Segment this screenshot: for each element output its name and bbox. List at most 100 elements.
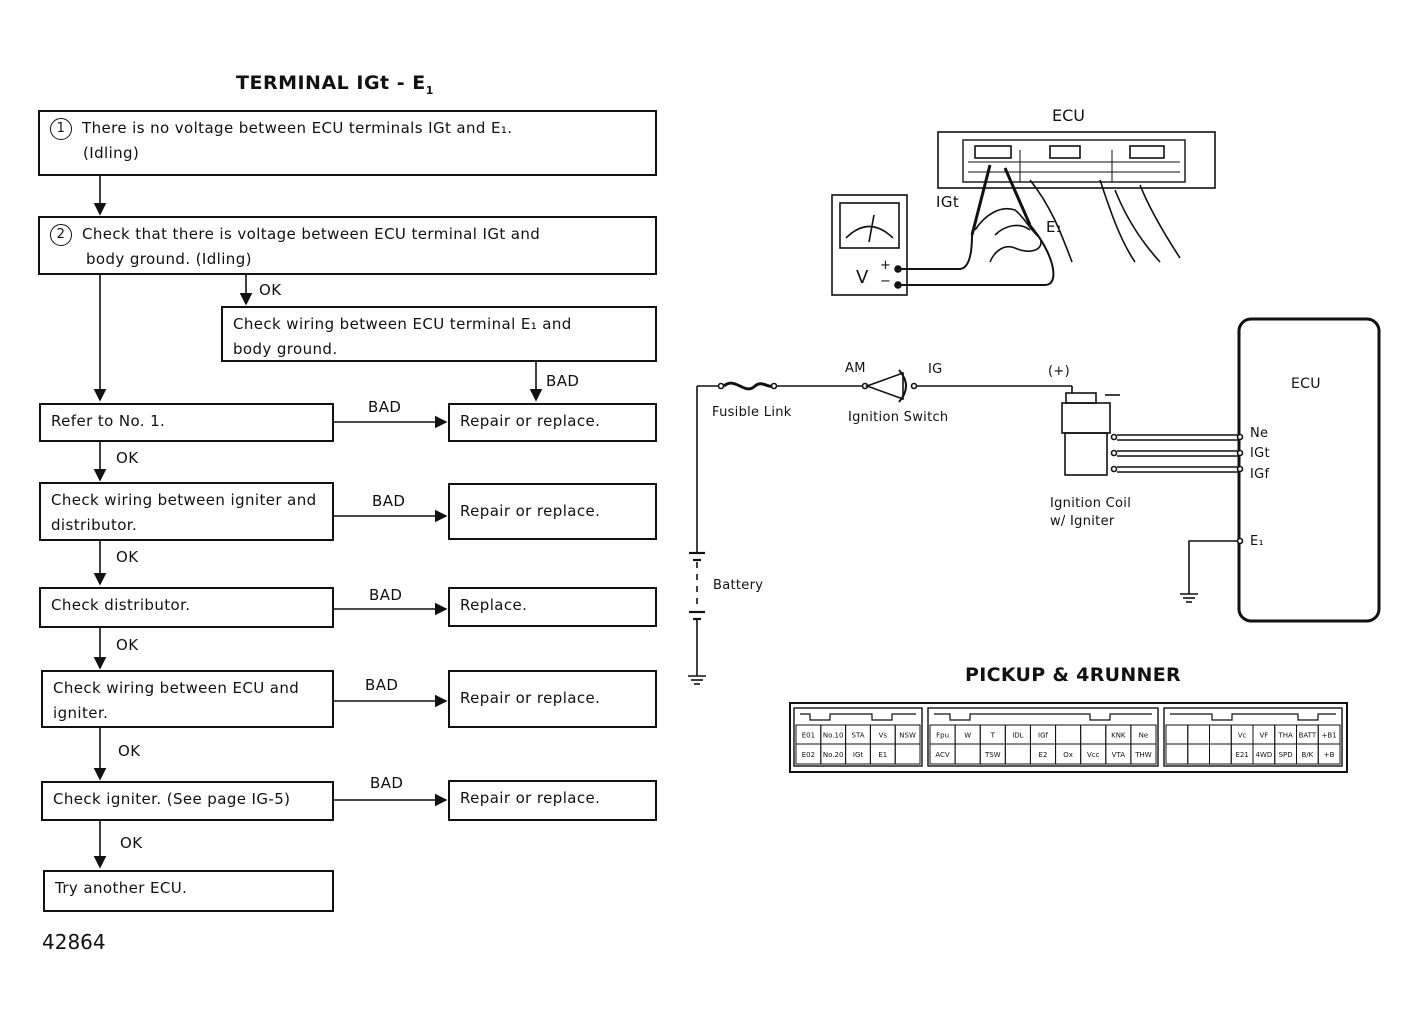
page-title: TERMINAL IGt - E1 [236,72,434,97]
label-coil-line2: w/ Igniter [1050,514,1115,529]
step-4-text-line2: distributor. [51,516,138,534]
coil-terminal-igt [1110,449,1118,457]
pin-cell-b3-bot-0 [1165,743,1189,765]
step-2-number: 2 [50,223,72,246]
pin-label-b3-bot-5: SPD [1279,751,1293,759]
wire-igf [1117,466,1240,473]
meter-plus-label: + [880,258,892,273]
wire-e1-ground [1188,540,1237,594]
step-2b-text-line1: Check wiring between ECU terminal E₁ and [233,315,572,333]
bad-label-2: BAD [368,398,402,416]
ecu-pin-ne [1236,433,1244,441]
voltmeter-scale [845,225,894,239]
pin-cell-b2-top-6 [1080,724,1107,745]
pin-label-b3-top-4: VF [1259,732,1268,740]
result-0-text: Repair or replace. [460,412,601,430]
ignition-switch-arc [898,369,907,403]
hand-detail [994,224,1031,236]
ok-label-1: OK [259,281,282,299]
pin-label-b3-top-7: +B1 [1322,732,1337,740]
fusible-link-node-right [770,382,778,390]
step-7-box: Check igniter. (See page IG-5) [41,781,334,821]
step-1-text-line2: (Idling) [83,144,140,162]
meter-igt-label: IGt [936,193,960,211]
pin-cell-b2-bot-8 [1130,743,1157,765]
ecu-pin-e1 [1236,537,1244,545]
pin-cell-b1-bot-4 [894,743,921,765]
result-3-box: Repair or replace. [448,670,657,728]
pin-label-b1-top-0: E01 [802,732,815,740]
harness-wire-2 [1099,179,1136,263]
ecu-connector [962,139,1186,183]
ignition-switch-icon [864,371,904,401]
switch-node-ig [910,382,918,390]
pin-label-b2-bot-2: TSW [984,751,1001,759]
probe-igt [970,164,992,236]
step-6-text-line1: Check wiring between ECU and [53,679,300,697]
pin-label-b2-top-1: W [964,732,971,740]
step-5-text: Check distributor. [51,596,191,614]
probe-e1 [1003,167,1032,226]
label-igf: IGf [1250,467,1270,482]
bad-label-1: BAD [546,372,580,390]
pin-label-b3-bot-7: +B [1324,751,1335,759]
result-0-box: Repair or replace. [448,403,657,442]
block-3-key [1170,713,1336,721]
step-2b-text-line2: body ground. [233,340,338,358]
bad-label-5: BAD [365,676,399,694]
label-battery: Battery [713,578,764,593]
pin-label-b2-bot-0: ACV [935,751,950,759]
wire-ne [1117,434,1240,441]
pin-label-b1-top-3: Vs [879,732,888,740]
connector-title: PICKUP & 4RUNNER [965,664,1181,686]
lead-plus [898,234,973,270]
result-2-box: Replace. [448,587,657,627]
harness-wire-3 [1139,184,1181,259]
ecu-pin-grid [968,150,1180,182]
pin-label-b2-bot-7: VTA [1112,751,1126,759]
step-8-text: Try another ECU. [55,879,188,897]
label-igt: IGt [1250,446,1270,461]
ok-label-4: OK [116,636,139,654]
voltmeter-dial [839,202,900,249]
step-7-text: Check igniter. (See page IG-5) [53,790,291,808]
result-4-box: Repair or replace. [448,780,657,821]
pin-cell-b3-bot-1 [1187,743,1210,765]
label-plus1: (+) [1048,364,1070,379]
ok-label-2: OK [116,449,139,467]
step-2-text-line1: Check that there is voltage between ECU … [82,225,541,243]
ecu-housing [937,131,1216,189]
label-fusible-link: Fusible Link [712,405,792,420]
pin-label-b2-top-8: Ne [1139,732,1149,740]
pin-label-b1-bot-1: No.20 [823,751,844,759]
step-6-box: Check wiring between ECU and igniter. [41,670,334,728]
pin-label-b1-top-4: NSW [899,732,916,740]
ecu-latch-1 [974,145,1012,159]
result-3-text: Repair or replace. [460,689,601,707]
step-3-box: Refer to No. 1. [39,403,334,442]
pin-cell-b2-top-5 [1055,724,1082,745]
result-1-box: Repair or replace. [448,483,657,540]
ecu-latch-3 [1129,145,1165,159]
pin-cell-b3-top-2 [1209,724,1232,745]
pin-cell-b3-top-0 [1165,724,1189,745]
pin-cell-b3-bot-2 [1209,743,1232,765]
step-1-number: 1 [50,117,72,140]
pin-label-b2-bot-6: Vcc [1087,751,1100,759]
ok-label-3: OK [116,548,139,566]
pin-label-b3-top-6: BATT [1299,732,1317,740]
step-2b-box: Check wiring between ECU terminal E₁ and… [221,306,657,362]
result-1-text: Repair or replace. [460,502,601,520]
pin-label-b1-top-2: STA [852,732,865,740]
pin-cell-b3-top-1 [1187,724,1210,745]
bad-label-3: BAD [372,492,406,510]
meter-minus-label: − [880,274,892,289]
result-4-text: Repair or replace. [460,789,601,807]
pin-label-b2-bot-5: Ox [1063,751,1073,759]
ecu-pin-igt [1236,449,1244,457]
pin-label-b3-bot-6: B/K [1301,751,1313,759]
label-ig: IG [928,362,943,377]
